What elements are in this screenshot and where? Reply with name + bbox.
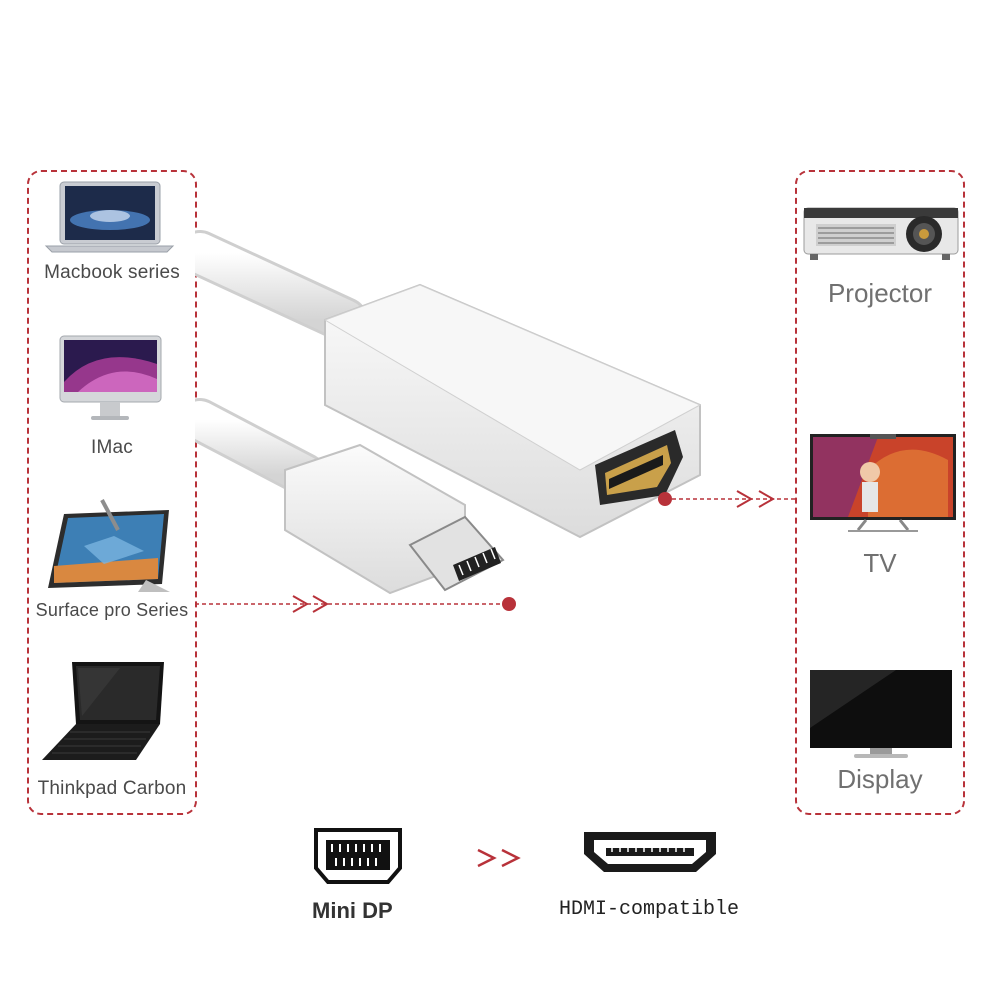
output-label-display: Display xyxy=(837,764,923,794)
imac-icon xyxy=(58,334,163,424)
surface-tablet-icon xyxy=(44,496,174,596)
source-label-surface: Surface pro Series xyxy=(35,600,189,620)
hdmi-compatible-label: HDMI-compatible xyxy=(559,898,740,921)
source-label-macbook: Macbook series xyxy=(44,262,180,283)
mini-dp-port-icon xyxy=(312,826,404,886)
tv-icon xyxy=(808,430,958,535)
projector-icon xyxy=(802,200,960,265)
source-label-imac: IMac xyxy=(91,437,133,458)
macbook-icon xyxy=(42,180,177,255)
output-connection-arrow xyxy=(655,484,795,514)
monitor-icon xyxy=(806,668,956,760)
input-connection-arrow xyxy=(195,590,525,620)
source-label-thinkpad: Thinkpad Carbon xyxy=(37,778,187,799)
laptop-icon xyxy=(40,658,170,763)
output-label-projector: Projector xyxy=(827,278,933,308)
output-label-tv: TV xyxy=(863,548,897,578)
mini-dp-label: Mini DP xyxy=(312,898,393,923)
legend-arrow-icon xyxy=(474,845,530,871)
hdmi-port-icon xyxy=(580,828,720,876)
adapter-illustration xyxy=(195,225,715,620)
source-devices-panel xyxy=(27,170,197,815)
output-devices-panel xyxy=(795,170,965,815)
